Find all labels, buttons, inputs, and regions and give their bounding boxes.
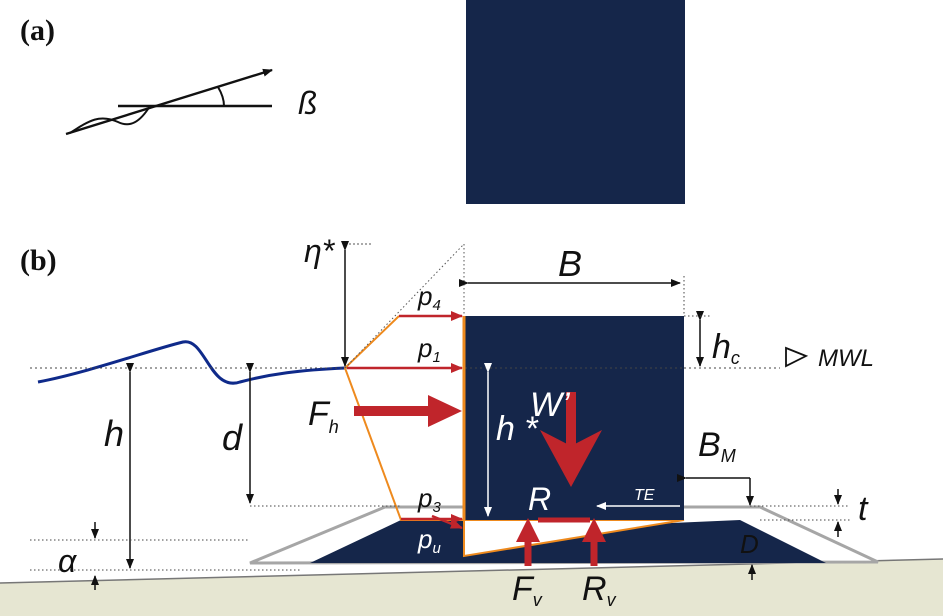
uplift-force-arrow <box>516 518 540 566</box>
BM-label: BM <box>698 426 736 466</box>
panel-b-label: (b) <box>20 244 57 277</box>
Rv-label: Rv <box>582 570 617 610</box>
wave-profile <box>37 340 346 385</box>
mwl-label: MWL <box>818 345 874 372</box>
W-prime-label: W’ <box>530 386 570 424</box>
h-label: h <box>104 413 124 454</box>
B-label: B <box>558 243 582 284</box>
p3-label: p3 <box>417 483 441 516</box>
beta-label: ß <box>298 85 318 121</box>
hc-label: hc <box>712 328 740 368</box>
p1-label: p1 <box>417 333 441 366</box>
p4-label: p4 <box>417 281 441 314</box>
Fv-label: Fv <box>512 570 543 610</box>
mound-core <box>310 520 826 563</box>
D-label: D <box>740 529 759 559</box>
horizontal-force-arrow <box>354 395 462 427</box>
seabed <box>0 559 943 616</box>
d-label: d <box>222 417 243 458</box>
R-label: R <box>528 481 551 517</box>
pressure-extension-line <box>344 243 465 369</box>
pu-label: pu <box>417 524 441 557</box>
h-star-label: h * <box>496 410 539 448</box>
weight-arrow <box>540 392 602 487</box>
caisson-plan-view <box>466 0 685 204</box>
eta-star-label: η* <box>304 233 336 269</box>
mwl-symbol-icon <box>785 346 809 368</box>
TE-label: TE <box>634 487 655 504</box>
pu-arrow <box>431 514 463 530</box>
alpha-label: α <box>58 543 77 579</box>
panel-a-label: (a) <box>20 14 55 47</box>
Fh-label: Fh <box>308 395 339 437</box>
reaction-force-arrow <box>582 518 606 566</box>
t-label: t <box>858 490 869 528</box>
wave-direction-sketch <box>65 68 273 136</box>
